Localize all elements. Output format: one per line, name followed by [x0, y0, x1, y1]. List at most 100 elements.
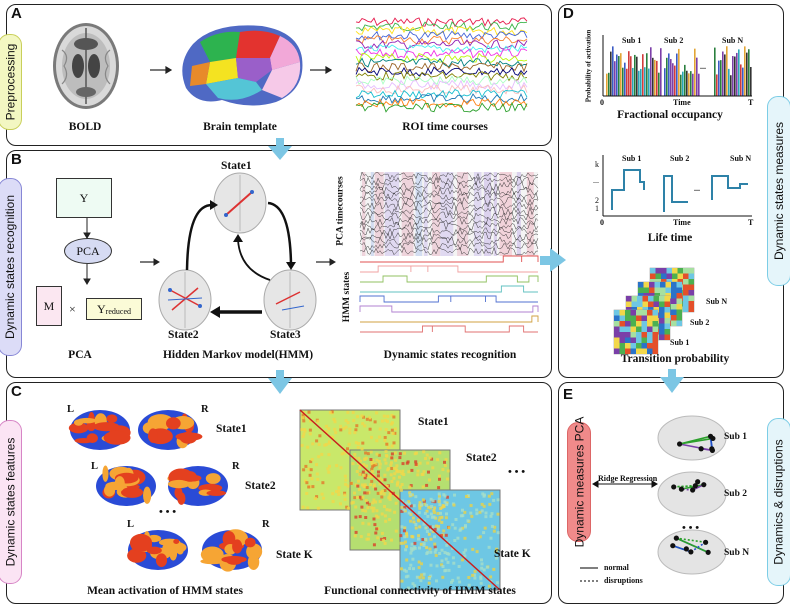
matrix-cell	[384, 419, 388, 422]
matrix-cell	[351, 462, 355, 466]
matrix-cell	[302, 428, 306, 431]
matrix-cell	[316, 506, 320, 510]
matrix-cell	[384, 461, 388, 465]
matrix-cell	[388, 508, 392, 512]
matrix-cell	[374, 500, 378, 504]
network-node	[676, 441, 683, 447]
fo-bar	[644, 67, 646, 96]
activation-blob	[173, 538, 180, 544]
pca-line	[359, 231, 539, 241]
matrix-cell	[462, 551, 466, 555]
matrix-cell	[453, 526, 457, 530]
matrix-cell	[378, 466, 382, 470]
matrix-cell	[481, 492, 485, 496]
matrix-cell	[409, 493, 413, 497]
matrix-cell	[381, 538, 385, 542]
activation-blob	[246, 543, 263, 560]
matrix-cell	[451, 523, 455, 527]
matrix-cell	[404, 501, 408, 505]
fo-bar	[688, 73, 690, 96]
matrix-cell	[402, 473, 406, 476]
fo-bar	[738, 49, 740, 96]
matrix-cell	[366, 537, 370, 541]
fo-bar	[672, 63, 674, 96]
hmm-state-line	[360, 275, 539, 283]
matrix-cell	[417, 534, 421, 538]
matrix-cell	[358, 515, 362, 519]
matrix-cell	[350, 526, 354, 530]
matrix-cell	[305, 492, 309, 495]
matrix-cell	[432, 509, 436, 513]
fo-bar	[674, 65, 676, 96]
matrix-cell	[361, 441, 365, 445]
matrix-cell	[451, 556, 455, 560]
matrix-cell	[408, 485, 412, 489]
tp-cell	[648, 296, 654, 302]
matrix-cell	[390, 414, 394, 417]
matrix-cell	[301, 505, 305, 509]
fc-state1-label: State1	[418, 416, 449, 428]
fo-bar	[666, 57, 668, 96]
matrix-cell	[475, 512, 479, 516]
pca-timecourses-plot	[359, 171, 539, 256]
matrix-cell	[476, 536, 480, 540]
matrix-cell	[396, 480, 400, 484]
matrix-cell	[328, 411, 332, 415]
matrix-cell	[353, 431, 357, 435]
fo-bar	[686, 70, 688, 96]
fo-sub1-label: Sub 1	[622, 36, 642, 45]
activation-blob	[226, 558, 242, 565]
matrix-cell	[394, 529, 398, 533]
matrix-cell	[469, 511, 473, 515]
tp-cell	[630, 337, 636, 343]
hmm-state-line	[359, 305, 539, 313]
matrix-cell	[438, 516, 442, 520]
matrix-cell	[383, 436, 387, 439]
tp-cell	[642, 296, 648, 302]
network-edge	[679, 435, 711, 445]
matrix-cell	[372, 543, 376, 547]
matrix-cell	[438, 474, 441, 478]
tp-sub2-label: Sub 2	[690, 318, 710, 327]
act-l-label-3: L	[127, 519, 135, 530]
tp-cell	[664, 312, 670, 318]
matrix-cell	[456, 536, 460, 540]
network-node	[701, 482, 707, 488]
matrix-cell	[399, 485, 402, 489]
tp-cell	[653, 296, 659, 302]
matrix-cell	[392, 415, 396, 419]
tp-cell	[659, 296, 665, 302]
caption-mean-activation: Mean activation of HMM states	[87, 585, 243, 597]
matrix-cell	[350, 501, 354, 505]
matrix-cell	[440, 515, 444, 519]
caption-pca: PCA	[68, 349, 92, 361]
matrix-cell	[347, 442, 351, 446]
matrix-cell	[473, 570, 477, 573]
matrix-cell	[421, 576, 425, 580]
tp-cell	[683, 306, 689, 312]
matrix-cell	[372, 483, 376, 487]
matrix-cell	[444, 458, 448, 462]
life-time-plot	[602, 155, 752, 217]
matrix-cell	[354, 515, 358, 519]
matrix-cell	[321, 481, 325, 485]
matrix-cell	[492, 529, 496, 533]
matrix-cell	[445, 552, 449, 555]
activation-blob	[129, 533, 153, 552]
hmm-state-line	[359, 295, 538, 303]
matrix-cell	[425, 509, 429, 513]
matrix-cell	[375, 527, 379, 531]
matrix-cell	[413, 541, 417, 545]
matrix-cell	[323, 443, 327, 447]
roi-line	[355, 84, 528, 95]
matrix-cell	[404, 575, 408, 579]
matrix-cell	[324, 443, 328, 446]
matrix-cell	[353, 491, 356, 495]
matrix-cell	[383, 541, 387, 545]
matrix-cell	[356, 484, 360, 488]
matrix-cell	[404, 569, 408, 573]
state2-label: State2	[168, 329, 199, 341]
matrix-cell	[357, 488, 361, 492]
matrix-cell	[408, 491, 412, 495]
